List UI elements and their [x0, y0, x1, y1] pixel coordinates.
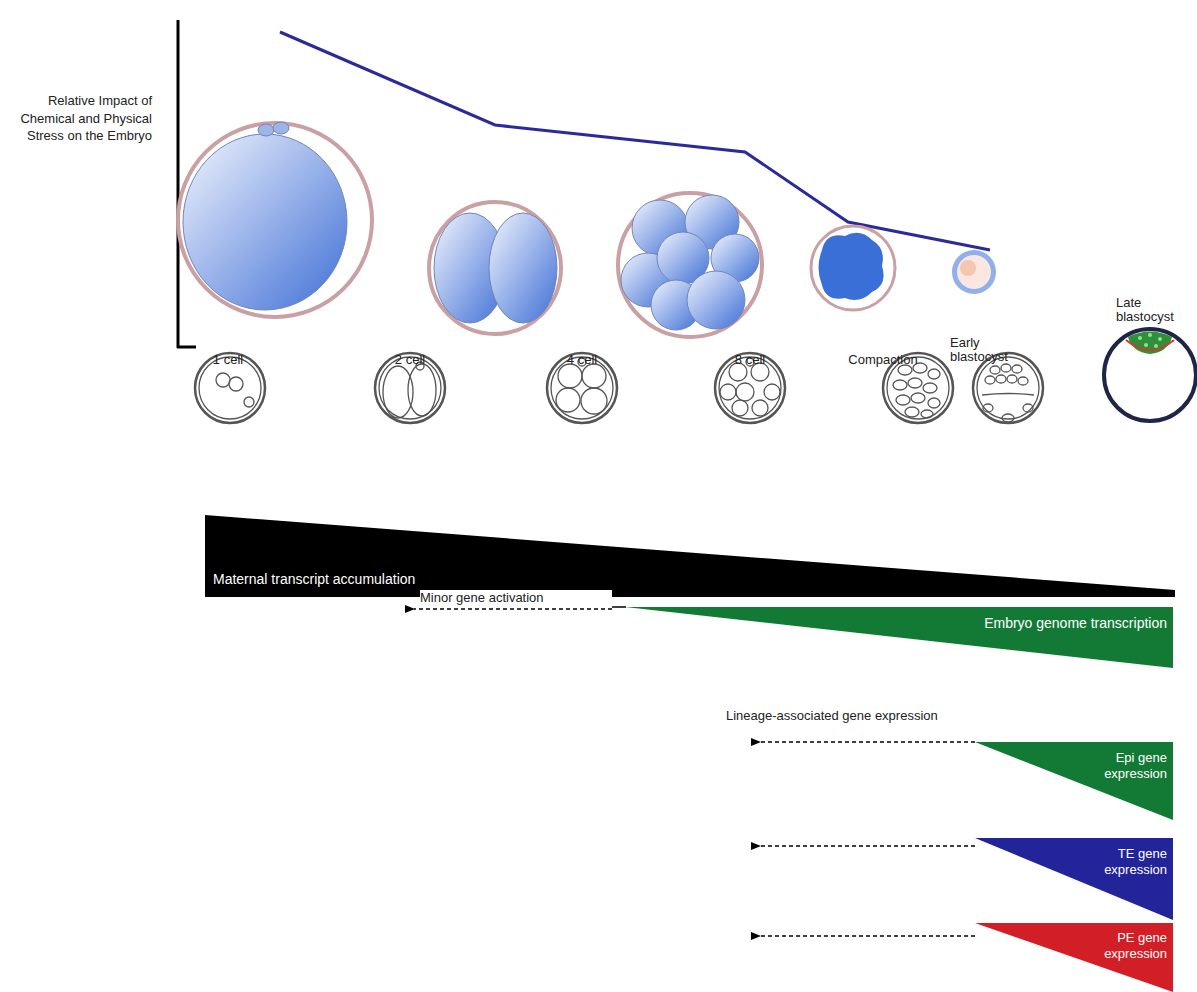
- maternal-wedge: Maternal transcript accumulation: [205, 515, 1175, 597]
- stage-label: Early blastocyst: [950, 336, 1020, 365]
- stage-label: 2 cell: [378, 352, 442, 369]
- genome-wedge: Embryo genome transcription: [625, 607, 1173, 668]
- epi-wedge: Epi gene expression: [975, 742, 1173, 820]
- stage-label: 1 cell: [196, 352, 260, 369]
- pe-wedge: PE gene expression: [975, 923, 1173, 992]
- stage-label: Late blastocyst: [1116, 296, 1186, 325]
- stage-label: 4 cell: [550, 352, 614, 369]
- stage-label: 8 cell: [718, 352, 782, 369]
- wedge-label: Embryo genome transcription: [927, 615, 1167, 632]
- axis-label: Relative Impact of Chemical and Physical…: [4, 92, 152, 145]
- note-label: Lineage-associated gene expression: [726, 708, 1066, 725]
- stage-label: Compaction: [838, 352, 928, 369]
- wedge-label: Maternal transcript accumulation: [213, 571, 613, 588]
- te-wedge: TE gene expression: [975, 838, 1173, 920]
- wedge-label: Epi gene expression: [1089, 750, 1167, 781]
- wedge-label: TE gene expression: [1089, 846, 1167, 877]
- wedge-label: PE gene expression: [1089, 930, 1167, 961]
- note-label: Minor gene activation: [420, 590, 612, 607]
